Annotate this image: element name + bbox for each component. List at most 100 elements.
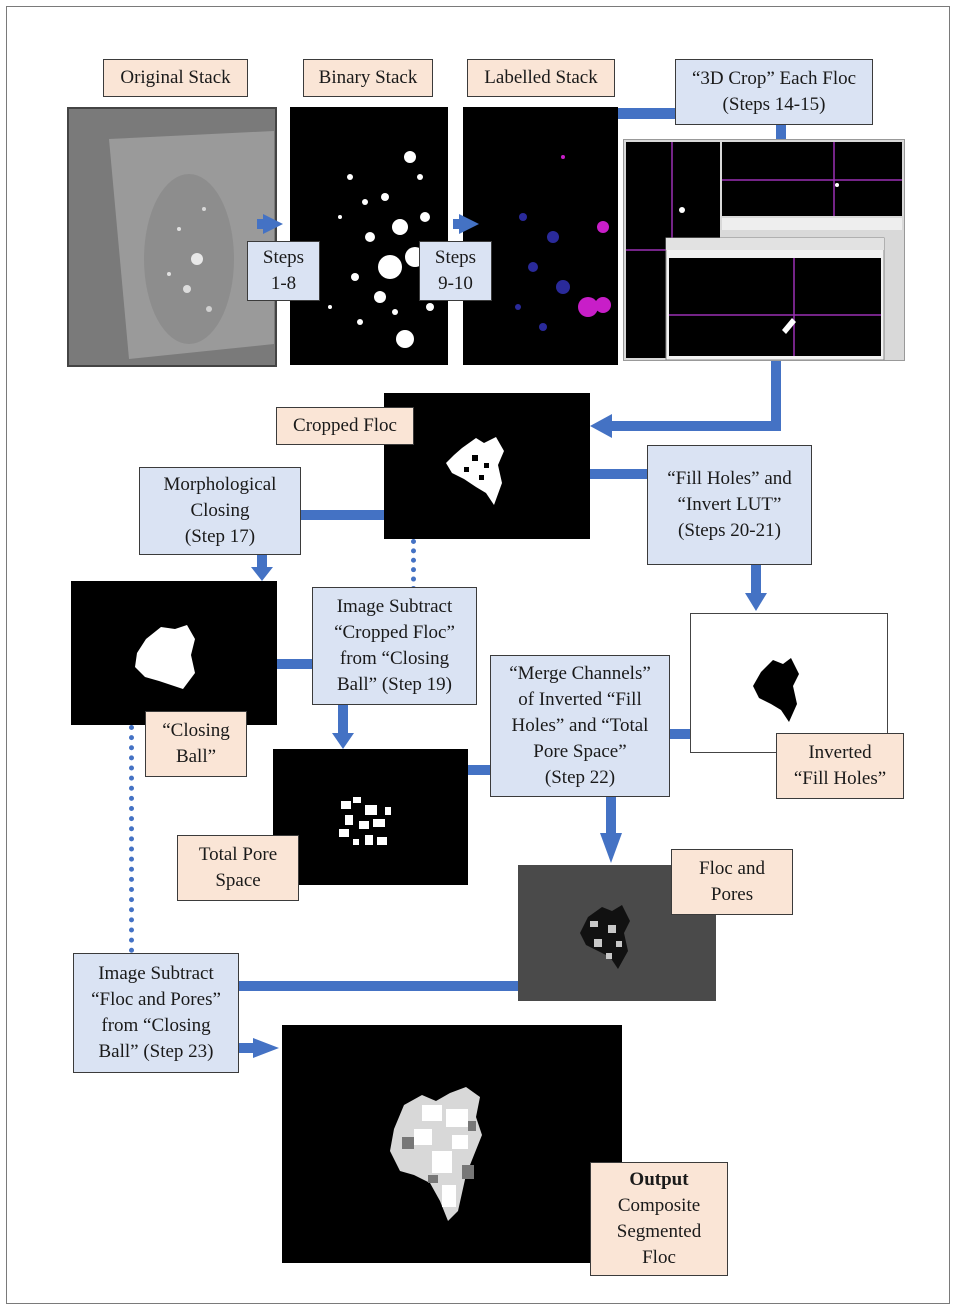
label-morph-line1: Morphological: [163, 474, 277, 495]
connector-fillholes-down: [751, 565, 761, 593]
total-pore-space-graphic: [339, 797, 391, 845]
connector-3dcrop-down: [776, 125, 786, 139]
label-original-stack: Original Stack: [103, 59, 248, 97]
connector-3dcrop-horizontal: [612, 421, 781, 431]
arrowhead-to-closing-ball: [251, 567, 273, 581]
dotted-floc-to-subtract: [411, 539, 416, 591]
label-fill-holes-line3: (Steps 20-21): [678, 520, 781, 541]
label-3d-crop-line2: (Steps 14-15): [722, 94, 826, 115]
inverted-fill-holes-image: [690, 613, 888, 753]
label-merge-line1: “Merge Channels”: [509, 663, 651, 684]
arrowhead-to-floc-pores: [600, 833, 622, 863]
label-binary-stack: Binary Stack: [303, 59, 433, 97]
inverted-fill-holes-graphic: [753, 658, 799, 722]
label-flocpores-line2: Pores: [710, 884, 754, 905]
label-flocpores-line1: Floc and: [699, 858, 765, 879]
output-image: [282, 1025, 622, 1263]
connector-subtract19-down: [338, 705, 348, 735]
cropped-floc-image: [384, 393, 590, 539]
connector-floc-to-morph: [301, 510, 384, 520]
arrowhead-steps-1-8: [263, 214, 283, 234]
connector-inverted-to-merge: [670, 729, 690, 739]
label-steps-9-10: Steps 9-10: [419, 241, 492, 301]
label-subtract19-line1: Image Subtract: [336, 596, 453, 617]
connector-merge-down: [606, 797, 616, 835]
label-morph-line2: Closing: [190, 500, 250, 521]
dotted-closingball-to-subtract23: [129, 725, 134, 953]
label-output: Output Composite Segmented Floc: [590, 1162, 728, 1276]
label-pore-line2: Space: [215, 870, 261, 891]
connector-floc-to-fillholes: [590, 469, 647, 479]
arrowhead-to-inverted: [745, 593, 767, 611]
arrowheads-layer: [251, 214, 767, 1058]
label-binary-stack-text: Binary Stack: [318, 67, 418, 88]
label-merge-line5: (Step 22): [544, 767, 616, 788]
label-merge-line4: Pore Space”: [533, 741, 627, 762]
arrow-stub-9-10: [453, 219, 461, 229]
label-morphological-closing: Morphological Closing (Step 17): [139, 467, 301, 555]
binary-stack-graphic: [328, 151, 434, 348]
3d-crop-screenshot: [623, 139, 905, 361]
label-original-stack-text: Original Stack: [120, 67, 231, 88]
labelled-stack-image: [463, 107, 618, 365]
label-subtract-step23: Image Subtract “Floc and Pores” from “Cl…: [73, 953, 239, 1073]
label-merge-line3: Holes” and “Total: [511, 715, 649, 736]
label-merge-channels: “Merge Channels” of Inverted “Fill Holes…: [490, 655, 670, 797]
label-pore-line1: Total Pore: [198, 844, 278, 865]
label-steps-9-10-line2: 9-10: [438, 273, 473, 294]
closing-ball-graphic: [135, 625, 195, 689]
label-inverted-fill-holes: Inverted “Fill Holes”: [776, 733, 904, 799]
arrowhead-to-output: [253, 1038, 279, 1058]
closing-ball-image: [71, 581, 277, 725]
label-subtract23-line4: Ball” (Step 23): [98, 1041, 214, 1062]
label-morph-line3: (Step 17): [184, 526, 256, 547]
labelled-stack-graphic: [515, 155, 611, 331]
label-subtract19-line4: Ball” (Step 19): [336, 674, 453, 695]
label-floc-and-pores: Floc and Pores: [671, 849, 793, 915]
connector-morph-down: [257, 555, 267, 571]
label-inverted-line2: “Fill Holes”: [793, 768, 887, 789]
label-steps-1-8-line1: Steps: [262, 247, 305, 268]
label-cropped-floc-text: Cropped Floc: [293, 415, 397, 436]
arrowhead-steps-9-10: [459, 214, 479, 234]
connector-subtract23-to-output: [239, 1043, 255, 1053]
label-labelled-stack-text: Labelled Stack: [484, 67, 598, 88]
connector-flocpores-to-subtract23: [239, 981, 518, 991]
label-fill-holes: “Fill Holes” and “Invert LUT” (Steps 20-…: [647, 445, 812, 565]
figure-frame: Original Stack Binary Stack Labelled Sta…: [6, 6, 950, 1304]
floc-and-pores-graphic: [580, 905, 630, 969]
original-stack-image: [67, 107, 277, 367]
cropped-floc-graphic: [446, 437, 504, 505]
label-total-pore-space: Total Pore Space: [177, 835, 299, 901]
label-subtract23-line3: from “Closing: [101, 1015, 211, 1036]
label-fill-holes-line2: “Invert LUT”: [677, 494, 782, 515]
total-pore-space-image: [273, 749, 468, 885]
3d-crop-graphic: [626, 142, 902, 361]
label-steps-1-8-line2: 1-8: [270, 273, 297, 294]
label-fill-holes-line1: “Fill Holes” and: [667, 468, 792, 489]
label-3d-crop: “3D Crop” Each Floc (Steps 14-15): [675, 59, 873, 125]
label-closing-ball: “Closing Ball”: [145, 711, 247, 777]
label-closing-ball-line1: “Closing: [162, 720, 230, 741]
label-subtract19-line2: “Cropped Floc”: [334, 622, 455, 643]
label-subtract23-line2: “Floc and Pores”: [91, 989, 221, 1010]
label-subtract19-line3: from “Closing: [339, 648, 450, 669]
label-subtract-step19: Image Subtract “Cropped Floc” from “Clos…: [312, 587, 477, 705]
original-stack-graphic: [109, 131, 274, 359]
label-merge-line2: of Inverted “Fill: [518, 689, 642, 710]
label-cropped-floc: Cropped Floc: [276, 407, 414, 445]
arrowhead-to-cropped-floc: [590, 414, 612, 438]
connector-3dcrop-vertical: [771, 361, 781, 431]
label-steps-9-10-line1: Steps: [434, 247, 477, 268]
label-output-line2: Composite: [617, 1195, 701, 1216]
arrow-stub-1-8: [257, 219, 265, 229]
label-closing-ball-line2: Ball”: [175, 746, 217, 767]
label-3d-crop-line1: “3D Crop” Each Floc: [691, 68, 857, 89]
label-steps-1-8: Steps 1-8: [247, 241, 320, 301]
label-output-line3: Segmented: [616, 1221, 702, 1242]
connector-pore-to-merge: [468, 765, 490, 775]
connector-closingball-to-subtract19: [277, 659, 312, 669]
label-output-title: Output: [629, 1169, 689, 1190]
binary-stack-image: [290, 107, 448, 365]
label-output-line4: Floc: [642, 1247, 676, 1268]
